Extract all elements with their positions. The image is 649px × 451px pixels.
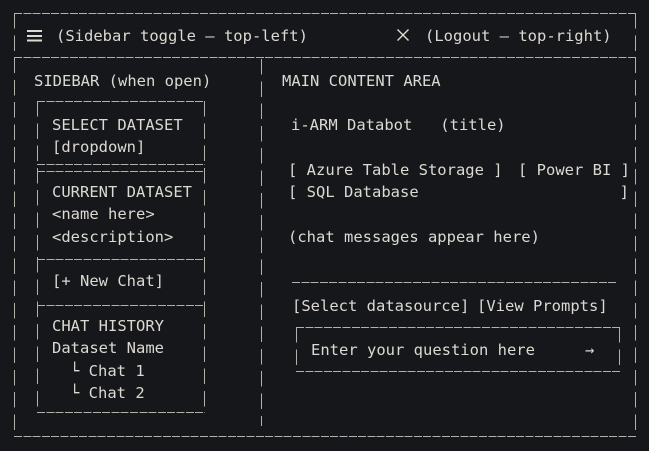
sidebar-toggle-label: (Sidebar toggle — top-left) (56, 27, 308, 45)
sidebar-panel-border (37, 101, 205, 413)
chat-history-dataset-name[interactable]: Dataset Name (52, 339, 164, 357)
close-x-icon[interactable] (396, 28, 410, 42)
sidebar-section-divider (37, 259, 205, 260)
sidebar-heading: SIDEBAR (when open) (34, 72, 212, 90)
power-bi-button[interactable]: [ Power BI ] (518, 161, 630, 179)
select-datasource-button[interactable]: [Select datasource] (292, 297, 470, 315)
sql-database-button[interactable]: [ SQL Database ] (288, 181, 629, 203)
chat-item-label: Chat 2 (88, 384, 145, 402)
question-input-placeholder: Enter your question here (311, 341, 535, 359)
current-dataset-description: <description> (52, 228, 174, 246)
chat-history-item[interactable]: └ Chat 2 (70, 382, 145, 404)
azure-table-storage-button[interactable]: [ Azure Table Storage ] (288, 161, 503, 179)
sidebar-main-divider (261, 59, 262, 426)
tree-branch-icon: └ (70, 362, 89, 380)
topbar-divider (14, 57, 636, 58)
dataset-dropdown[interactable]: [dropdown] (52, 138, 146, 156)
select-dataset-heading: SELECT DATASET (52, 116, 183, 134)
current-dataset-heading: CURRENT DATASET (52, 183, 192, 201)
sidebar-section-divider-double-bottom (37, 171, 205, 172)
logout-label: (Logout — top-right) (425, 27, 612, 45)
sidebar-section-divider (37, 305, 205, 306)
current-dataset-name: <name here> (52, 205, 155, 223)
tree-branch-icon: └ (70, 384, 89, 402)
view-prompts-button[interactable]: [View Prompts] (477, 297, 608, 315)
chat-messages-placeholder: (chat messages appear here) (288, 228, 540, 246)
footer-divider (292, 282, 616, 283)
chat-history-heading: CHAT HISTORY (52, 317, 164, 335)
question-input[interactable]: Enter your question here → (296, 327, 620, 372)
chat-item-label: Chat 1 (88, 362, 145, 380)
main-content-heading: MAIN CONTENT AREA (282, 72, 441, 90)
hamburger-menu-icon[interactable] (27, 30, 42, 42)
sidebar-section-divider-double-top (37, 164, 205, 165)
sql-database-label: [ SQL Database (288, 183, 419, 201)
page-title: i-ARM Databot (title) (291, 116, 506, 134)
send-arrow-icon[interactable]: → (585, 341, 595, 359)
new-chat-button[interactable]: [+ New Chat] (52, 272, 164, 290)
chat-history-item[interactable]: └ Chat 1 (70, 360, 145, 382)
sql-database-close-bracket: ] (619, 183, 629, 201)
